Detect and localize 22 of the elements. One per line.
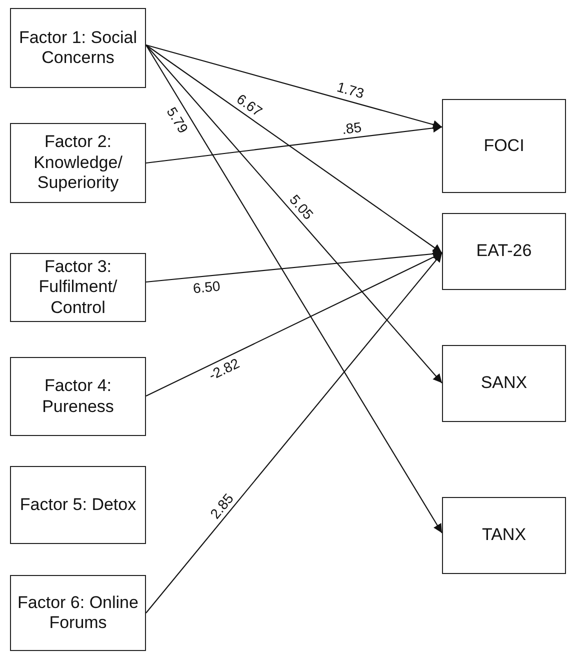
arrow — [146, 44, 442, 384]
edge-label: 6.50 — [192, 278, 220, 296]
factor-box: Factor 4: Pureness — [10, 357, 146, 436]
arrow — [146, 44, 442, 534]
arrow — [146, 252, 442, 614]
edge-label: 6.67 — [234, 92, 265, 120]
factor-box: Factor 6: Online Forums — [10, 575, 146, 651]
measure-box: EAT-26 — [442, 213, 566, 290]
arrow — [146, 44, 442, 129]
arrow — [146, 249, 442, 283]
measure-box: TANX — [442, 497, 566, 574]
measure-box: FOCI — [442, 99, 566, 193]
edge-label: -2.82 — [206, 356, 242, 382]
factor-box: Factor 1: Social Concerns — [10, 8, 146, 88]
arrow — [146, 124, 442, 164]
edge-label: .85 — [341, 120, 362, 136]
measure-box: SANX — [442, 345, 566, 422]
factor-box: Factor 5: Detox — [10, 466, 146, 544]
arrow — [146, 44, 442, 254]
edge-label: 1.73 — [335, 80, 366, 101]
factor-box: Factor 2: Knowledge/ Superiority — [10, 123, 146, 203]
factor-box: Factor 3: Fulfilment/ Control — [10, 253, 146, 322]
